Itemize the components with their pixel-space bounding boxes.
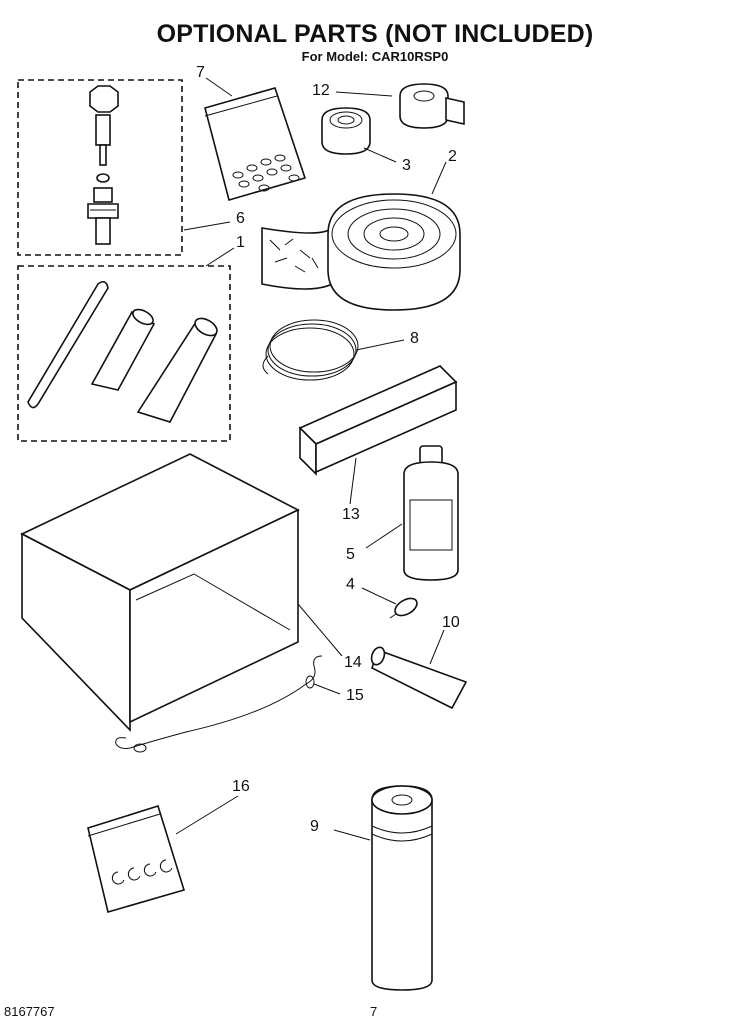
callout-8: 8 [410, 330, 419, 347]
small-tube-illustration [90, 308, 156, 391]
large-tube-illustration [136, 317, 218, 423]
unit-cover-illustration [20, 453, 300, 732]
valve-kit-box [17, 79, 183, 256]
tape-roll-12-illustration [399, 83, 465, 129]
model-subtitle: For Model: CAR10RSP0 [301, 49, 449, 64]
callout-6: 6 [236, 210, 245, 227]
cleaner-bottle-illustration [403, 445, 459, 581]
callout-3: 3 [402, 157, 411, 174]
foam-block-illustration [298, 365, 458, 476]
callout-2: 2 [448, 148, 457, 165]
screw-bag-illustration [204, 87, 307, 201]
callout-12: 12 [312, 82, 330, 99]
grease-tube-illustration [370, 646, 468, 710]
sealant-kit-box [17, 265, 231, 442]
callout-13: 13 [342, 506, 360, 523]
callout-4: 4 [346, 576, 355, 593]
callout-5: 5 [346, 546, 355, 563]
rod-illustration [27, 280, 109, 409]
page-title: OPTIONAL PARTS (NOT INCLUDED) [156, 20, 594, 48]
callout-7: 7 [196, 64, 205, 81]
document-number: 8167767 [4, 1004, 55, 1019]
valve-illustration [87, 85, 119, 245]
callout-15: 15 [346, 687, 364, 704]
wire-coil-illustration [262, 319, 359, 381]
page-number: 7 [370, 1004, 378, 1019]
callout-14: 14 [344, 654, 362, 671]
clip-bag-illustration [87, 804, 186, 914]
cover-strap-illustration [115, 655, 323, 753]
small-cap-illustration [389, 597, 418, 619]
spray-can-illustration [371, 785, 433, 991]
callout-16: 16 [232, 778, 250, 795]
insulation-roll-illustration [261, 193, 461, 311]
callout-1: 1 [236, 234, 245, 251]
tape-roll-3-illustration [321, 107, 371, 155]
leader-lines [175, 77, 447, 841]
callout-10: 10 [442, 614, 460, 631]
callout-9: 9 [310, 818, 319, 835]
